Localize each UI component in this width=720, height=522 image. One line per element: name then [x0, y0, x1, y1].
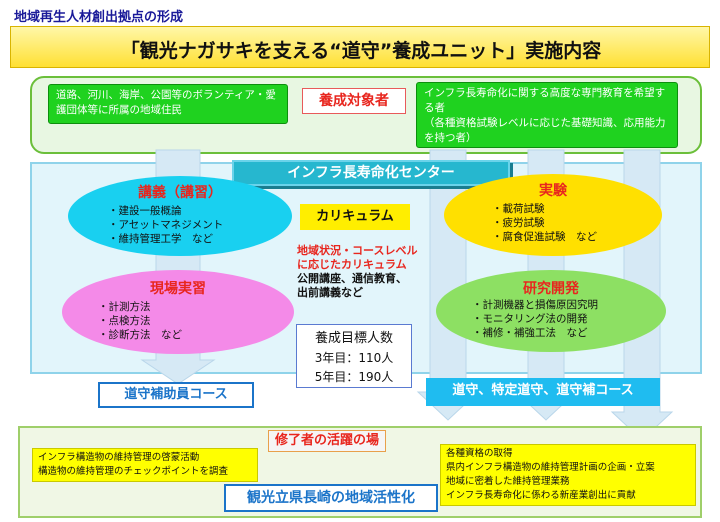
curriculum-label: カリキュラム [300, 204, 410, 230]
list-item: ・モニタリング法の開発 [472, 313, 588, 325]
goal-box: 養成目標人数 3年目：110人 5年目：190人 [296, 324, 412, 388]
goal-year5: 5年目：190人 [314, 370, 394, 384]
lecture-ellipse: 講義（講習） ・建設一般概論 ・アセットマネジメント ・維持管理工学 など [68, 176, 292, 256]
list-item: ・計測方法 [98, 301, 151, 313]
curriculum-note: 地域状況・コースレベル に応じたカリキュラム [297, 244, 418, 271]
list-item: ・腐食促進試験 など [492, 231, 597, 243]
results-label: 修了者の活躍の場 [268, 430, 386, 452]
list-item: ・維持管理工学 など [108, 233, 213, 245]
course-right: 道守、特定道守、道守補コース [426, 378, 660, 406]
list-item: ・アセットマネジメント [108, 219, 224, 231]
results-right-box: 各種資格の取得 県内インフラ構造物の維持管理計画の企画・立案 地域に密着した維持… [440, 444, 696, 506]
research-list: ・計測機器と損傷原因究明 ・モニタリング法の開発 ・補修・補強工法 など [472, 298, 598, 340]
research-title: 研究開発 [523, 281, 579, 297]
list-item: ・疲労試験 [492, 217, 545, 229]
list-item: ・診断方法 など [98, 329, 182, 341]
experiment-title: 実験 [539, 183, 567, 199]
list-item: ・点検方法 [98, 315, 151, 327]
goal-title: 養成目標人数 [314, 331, 393, 346]
lecture-list: ・建設一般概論 ・アセットマネジメント ・維持管理工学 など [108, 204, 223, 246]
title-banner: 「観光ナガサキを支える“道守”養成ユニット」実施内容 [10, 26, 710, 68]
target-label: 養成対象者 [302, 88, 406, 114]
results-left-box: インフラ構造物の維持管理の啓蒙活動 構造物の維持管理のチェックポイントを調査 [32, 448, 258, 482]
outcome-box: 観光立県長崎の地域活性化 [224, 484, 438, 512]
research-ellipse: 研究開発 ・計測機器と損傷原因究明 ・モニタリング法の開発 ・補修・補強工法 な… [436, 270, 666, 352]
center-header: インフラ長寿命化センター [232, 160, 510, 186]
page-title: 「観光ナガサキを支える“道守”養成ユニット」実施内容 [120, 40, 602, 62]
goal-year3: 3年目：110人 [314, 351, 394, 365]
header-subtitle: 地域再生人材創出拠点の形成 [14, 10, 184, 25]
experiment-list: ・載荷試験 ・疲労試験 ・腐食促進試験 など [492, 202, 597, 244]
experiment-ellipse: 実験 ・載荷試験 ・疲労試験 ・腐食促進試験 など [444, 174, 662, 256]
course-left: 道守補助員コース [98, 382, 254, 408]
target-left-box: 道路、河川、海岸、公園等のボランティア・愛護団体等に所属の地域住民 [48, 84, 288, 124]
practice-ellipse: 現場実習 ・計測方法 ・点検方法 ・診断方法 など [62, 270, 294, 354]
practice-list: ・計測方法 ・点検方法 ・診断方法 など [98, 300, 182, 342]
list-item: ・計測機器と損傷原因究明 [472, 299, 598, 311]
target-right-box: インフラ長寿命化に関する高度な専門教育を希望する者 （各種資格試験レベルに応じた… [416, 82, 678, 148]
list-item: ・建設一般概論 [108, 205, 182, 217]
lecture-title: 講義（講習） [138, 185, 222, 201]
curriculum-methods: 公開講座、通信教育、 出前講義など [297, 272, 407, 299]
practice-title: 現場実習 [150, 281, 206, 297]
list-item: ・載荷試験 [492, 203, 545, 215]
list-item: ・補修・補強工法 など [472, 327, 588, 339]
